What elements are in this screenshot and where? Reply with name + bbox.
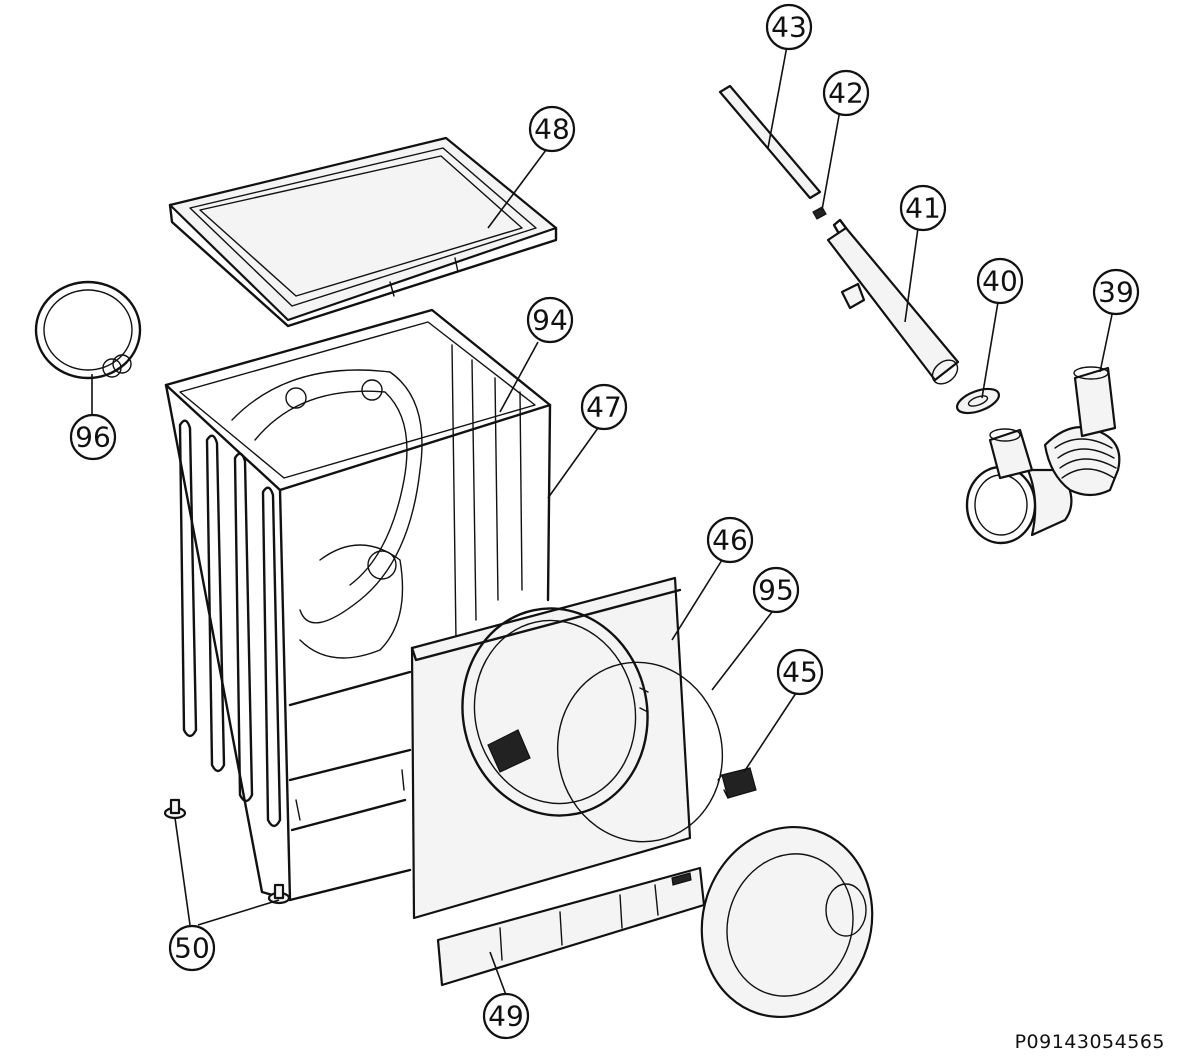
callout-95: 95 xyxy=(752,566,800,614)
callout-42: 42 xyxy=(822,69,870,117)
callout-94: 94 xyxy=(526,296,574,344)
svg-text:47: 47 xyxy=(586,391,622,424)
leader-line-42 xyxy=(821,109,841,211)
cabinet-part xyxy=(164,308,552,902)
svg-text:96: 96 xyxy=(75,421,111,454)
svg-text:95: 95 xyxy=(758,574,794,607)
callout-49: 49 xyxy=(482,992,530,1040)
leader-line-39 xyxy=(1099,304,1115,373)
svg-text:39: 39 xyxy=(1098,276,1134,309)
leader-line-49 xyxy=(489,951,507,996)
dispenser-pipe-assembly xyxy=(718,84,960,385)
bellows-hose-part xyxy=(965,366,1121,545)
callout-40: 40 xyxy=(976,257,1024,305)
callout-45: 45 xyxy=(776,648,824,696)
callout-43: 43 xyxy=(765,3,813,51)
leader-line-50a xyxy=(174,817,191,926)
callout-50: 50 xyxy=(168,924,216,972)
door-latch-part xyxy=(717,767,757,799)
callout-96: 96 xyxy=(69,413,117,461)
svg-text:46: 46 xyxy=(712,524,748,557)
leader-line-46 xyxy=(671,559,723,641)
foot-part-1 xyxy=(163,798,187,820)
leader-line-94 xyxy=(499,341,539,413)
leader-line-45 xyxy=(743,689,799,773)
door-seal-part xyxy=(556,661,724,843)
hose-ring-part xyxy=(34,280,142,380)
callout-39: 39 xyxy=(1092,268,1140,316)
svg-text:40: 40 xyxy=(982,265,1018,298)
callout-47: 47 xyxy=(580,383,628,431)
front-panel-part xyxy=(410,576,692,920)
leader-line-95 xyxy=(711,611,773,691)
callout-48: 48 xyxy=(528,105,576,153)
svg-text:49: 49 xyxy=(488,1000,524,1033)
svg-text:41: 41 xyxy=(905,192,941,225)
kick-plate-part xyxy=(436,866,706,987)
leader-line-41 xyxy=(904,227,919,323)
svg-text:94: 94 xyxy=(532,304,568,337)
door-ring-part xyxy=(700,825,874,1019)
document-code: P09143054565 xyxy=(1014,1031,1165,1053)
leader-line-43 xyxy=(767,45,788,149)
washer-part xyxy=(955,387,1001,415)
leader-line-47 xyxy=(547,427,599,499)
svg-text:48: 48 xyxy=(534,113,570,146)
leader-line-40 xyxy=(981,301,999,399)
svg-text:50: 50 xyxy=(174,932,210,965)
leader-line-50b xyxy=(197,899,280,926)
callout-41: 41 xyxy=(899,184,947,232)
callout-46: 46 xyxy=(706,516,754,564)
foot-part-2 xyxy=(267,883,291,905)
worktop-lid-part xyxy=(168,136,558,328)
leader-line-48 xyxy=(487,149,547,229)
svg-text:43: 43 xyxy=(771,11,807,44)
svg-text:45: 45 xyxy=(782,656,818,689)
svg-text:42: 42 xyxy=(828,77,864,110)
